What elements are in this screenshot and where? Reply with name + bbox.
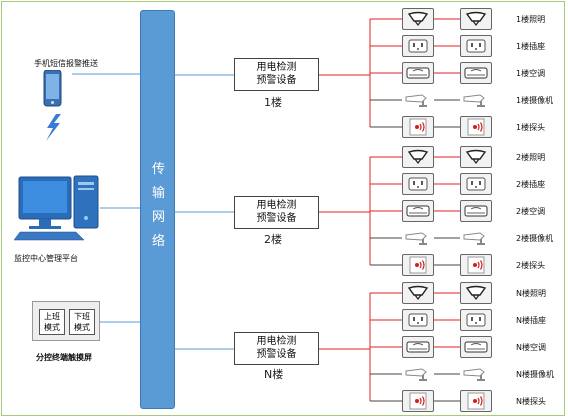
floor-item-label: 2楼照明 <box>516 153 546 162</box>
day-mode-button[interactable]: 上班模式 <box>39 309 65 335</box>
socket-icon <box>402 35 434 57</box>
socket-icon <box>402 173 434 195</box>
lightning-icon <box>46 114 61 141</box>
floor-item-label: 2楼插座 <box>516 180 546 189</box>
bus-label-char: 络 <box>151 234 165 249</box>
sensor-icon <box>402 390 434 412</box>
lamp-icon <box>402 146 434 168</box>
floor-item-label: 2楼摄像机 <box>516 234 554 243</box>
air-conditioner-icon <box>460 62 492 84</box>
sensor-icon <box>402 116 434 138</box>
touch-panel: 上班模式 下班模式 <box>32 301 100 341</box>
floor-item-label: 1楼空调 <box>516 69 546 78</box>
floor-item-label: N楼照明 <box>516 289 546 298</box>
air-conditioner-icon <box>402 200 434 222</box>
sensor-icon <box>402 254 434 276</box>
mobile-phone-icon <box>43 70 62 141</box>
sensor-icon <box>460 116 492 138</box>
socket-icon <box>460 309 492 331</box>
socket-icon <box>460 35 492 57</box>
touch-panel-label: 分控终端触摸屏 <box>36 353 92 362</box>
floor-tag-1: 1楼 <box>264 96 282 109</box>
monitoring-device-floor-2: 用电检测预警设备 <box>234 196 319 229</box>
bus-label-char: 输 <box>151 186 165 201</box>
camera-icon <box>460 363 492 385</box>
night-mode-button[interactable]: 下班模式 <box>69 309 95 335</box>
floor-item-label: N楼插座 <box>516 316 546 325</box>
sensor-icon <box>460 390 492 412</box>
floor-item-label: 1楼探头 <box>516 123 546 132</box>
air-conditioner-icon <box>460 336 492 358</box>
lamp-icon <box>402 282 434 304</box>
floor-tag-n: N楼 <box>264 368 284 381</box>
floor-tag-2: 2楼 <box>264 233 282 246</box>
bus-label-char: 传 <box>151 162 165 177</box>
floor-item-label: N楼空调 <box>516 343 546 352</box>
camera-icon <box>460 89 492 111</box>
floor-item-label: 2楼探头 <box>516 261 546 270</box>
floor-item-label: 1楼摄像机 <box>516 96 554 105</box>
floor-item-label: 1楼照明 <box>516 15 546 24</box>
camera-icon <box>402 89 434 111</box>
monitoring-device-floor-n: 用电检测预警设备 <box>234 332 319 365</box>
air-conditioner-icon <box>402 62 434 84</box>
lamp-icon <box>460 282 492 304</box>
lamp-icon <box>460 146 492 168</box>
transmission-network-bus: 传 输 网 络 <box>140 10 175 409</box>
bus-label-char: 网 <box>151 210 165 225</box>
socket-icon <box>460 173 492 195</box>
air-conditioner-icon <box>460 200 492 222</box>
monitor-center-label: 监控中心管理平台 <box>14 254 78 263</box>
sensor-icon <box>460 254 492 276</box>
camera-icon <box>402 227 434 249</box>
floor-item-label: N楼摄像机 <box>516 370 554 379</box>
computer-icon <box>14 175 99 241</box>
sms-alarm-label: 手机短信报警推送 <box>34 59 98 68</box>
socket-icon <box>402 309 434 331</box>
floor-item-label: 1楼插座 <box>516 42 546 51</box>
lamp-icon <box>402 8 434 30</box>
floor-item-label: 2楼空调 <box>516 207 546 216</box>
floor-item-label: N楼探头 <box>516 397 546 406</box>
air-conditioner-icon <box>402 336 434 358</box>
lamp-icon <box>460 8 492 30</box>
camera-icon <box>460 227 492 249</box>
camera-icon <box>402 363 434 385</box>
monitoring-device-floor-1: 用电检测预警设备 <box>234 58 319 91</box>
